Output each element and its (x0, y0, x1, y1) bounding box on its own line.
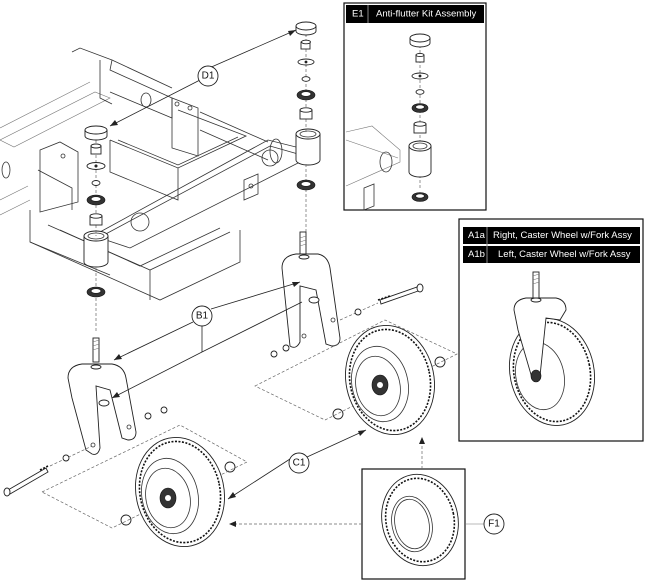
callout-c1-label: C1 (293, 458, 306, 469)
chair-frame (0, 47, 321, 301)
callout-c1[interactable]: C1 (227, 429, 367, 500)
caster-assembly-inset: A1a Right, Caster Wheel w/Fork Assy A1b … (458, 218, 644, 442)
bearing-right (296, 89, 316, 101)
callout-b1-label: B1 (196, 311, 209, 322)
caster-wheel-right (345, 324, 435, 436)
washers-right-wheel (270, 344, 446, 420)
callout-d1-label: D1 (202, 71, 215, 82)
bearing-left (86, 194, 106, 206)
small-washer-left (91, 180, 101, 186)
spacer-left (89, 213, 103, 226)
small-washer-right (301, 76, 311, 82)
axle-bolt-left (3, 445, 93, 497)
callout-b1[interactable]: B1 (111, 281, 303, 399)
lock-nut-right (300, 39, 311, 50)
axle-plane-left (41, 424, 248, 529)
lock-nut-left (90, 143, 102, 155)
lower-bearing-left (86, 286, 106, 298)
a1a-description: Right, Caster Wheel w/Fork Assy (493, 230, 632, 241)
lower-bearing-right (296, 179, 316, 191)
callout-f1-label: F1 (488, 519, 500, 530)
axle-bolt-right (339, 283, 424, 321)
a1a-code: A1a (468, 230, 486, 241)
caster-wheel-left (135, 436, 225, 548)
right-bearing-stack (295, 21, 317, 232)
fork-left (67, 337, 137, 455)
a1b-code: A1b (468, 249, 485, 260)
callout-f1[interactable]: F1 (465, 513, 505, 535)
spacer-right (299, 107, 313, 120)
e1-description: Anti-flutter Kit Assembly (376, 9, 477, 20)
fork-right (281, 231, 341, 348)
anti-flutter-inset: E1 Anti-flutter Kit Assembly (343, 2, 487, 211)
e1-code: E1 (352, 9, 364, 20)
left-bearing-stack (84, 125, 108, 332)
dust-cap-right (295, 21, 317, 36)
axle-plane-right (254, 319, 458, 421)
dust-cap-left (84, 125, 108, 141)
callout-d1[interactable]: D1 (109, 29, 297, 127)
tire-inset (361, 468, 466, 580)
a1b-description: Left, Caster Wheel w/Fork Assy (498, 249, 631, 260)
